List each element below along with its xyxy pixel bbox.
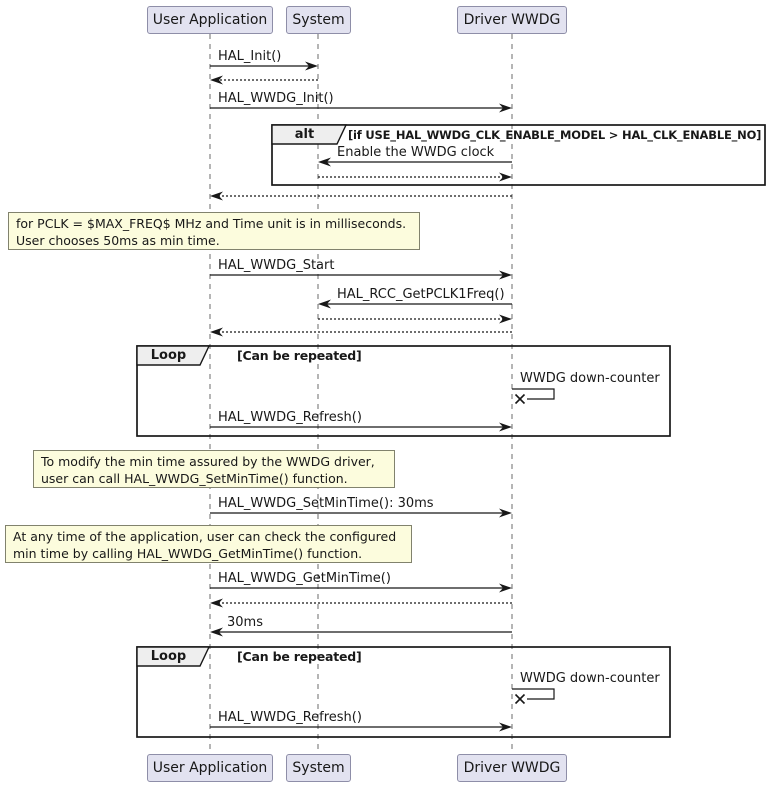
- self-message-line: [512, 388, 555, 400]
- note-line: user can call HAL_WWDG_SetMinTime() func…: [41, 471, 348, 486]
- note-2: To modify the min time assured by the WW…: [33, 450, 395, 488]
- arrowhead: [318, 299, 331, 309]
- self-message-line: [512, 688, 555, 700]
- participant-user-application-bottom: User Application: [147, 754, 273, 782]
- participant-system-top: System: [286, 6, 351, 34]
- note-1: for PCLK = $MAX_FREQ$ MHz and Time unit …: [8, 212, 420, 250]
- arrowhead: [499, 422, 512, 432]
- participant-user-application-top: User Application: [147, 6, 273, 34]
- participant-system-bottom: System: [286, 754, 351, 782]
- participant-label: System: [292, 760, 345, 776]
- frame-alt-tab: [271, 124, 348, 145]
- note-3: At any time of the application, user can…: [5, 525, 412, 563]
- note-line: for PCLK = $MAX_FREQ$ MHz and Time unit …: [16, 216, 407, 231]
- arrowhead: [318, 157, 331, 167]
- arrowhead: [210, 598, 223, 608]
- frame-loop-tab: [136, 345, 211, 366]
- arrowhead: [499, 270, 512, 280]
- note-line: To modify the min time assured by the WW…: [41, 454, 375, 469]
- participant-driver-wwdg-bottom: Driver WWDG: [457, 754, 567, 782]
- arrowhead: [499, 722, 512, 732]
- arrowhead: [499, 314, 512, 324]
- arrowhead: [499, 508, 512, 518]
- arrowhead: [305, 61, 318, 71]
- x-marker: [514, 393, 526, 405]
- arrowhead: [210, 75, 223, 85]
- participant-label: User Application: [152, 760, 268, 776]
- frame-alt-border: [271, 124, 766, 186]
- note-line: At any time of the application, user can…: [13, 529, 397, 544]
- participant-driver-wwdg-top: Driver WWDG: [457, 6, 567, 34]
- arrowhead: [210, 627, 223, 637]
- note-line: min time by calling HAL_WWDG_GetMinTime(…: [13, 546, 363, 561]
- arrowhead: [499, 172, 512, 182]
- participant-label: User Application: [152, 12, 268, 28]
- participant-label: Driver WWDG: [463, 760, 561, 776]
- arrowhead: [499, 583, 512, 593]
- frame-loop-border: [136, 345, 671, 437]
- frame-loop-border: [136, 646, 671, 738]
- arrowhead: [210, 191, 223, 201]
- participant-label: Driver WWDG: [463, 12, 561, 28]
- note-line: User chooses 50ms as min time.: [16, 233, 220, 248]
- participant-label: System: [292, 12, 345, 28]
- arrowhead: [499, 103, 512, 113]
- x-marker: [514, 693, 526, 705]
- arrowhead: [210, 327, 223, 337]
- frame-loop-tab: [136, 646, 211, 667]
